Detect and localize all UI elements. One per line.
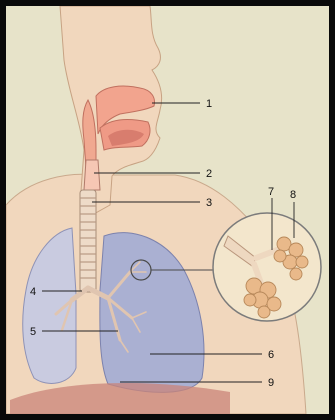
respiratory-system-diagram: 1 2 3 4 5 6 7 8 9 xyxy=(6,6,329,414)
label-4: 4 xyxy=(30,286,36,298)
label-5: 5 xyxy=(30,326,36,338)
label-2: 2 xyxy=(206,168,212,180)
label-7: 7 xyxy=(268,186,274,198)
trachea xyxy=(80,190,96,292)
label-6: 6 xyxy=(268,349,274,361)
alveoli-inset xyxy=(213,213,321,321)
label-3: 3 xyxy=(206,197,212,209)
label-8: 8 xyxy=(290,189,296,201)
label-1: 1 xyxy=(206,98,212,110)
larynx xyxy=(84,160,100,190)
label-9: 9 xyxy=(268,377,274,389)
